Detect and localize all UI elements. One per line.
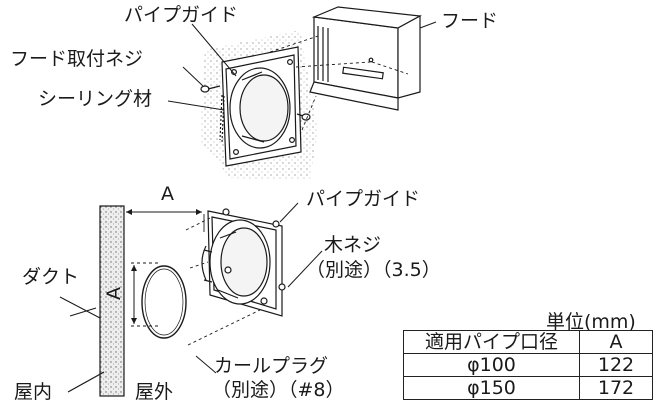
pipe-size-table: 適用パイプ口径 A φ100 122 φ150 172 xyxy=(403,330,653,400)
sealing-ring xyxy=(141,265,187,339)
label-pipe-guide-top: パイプガイド xyxy=(124,4,239,26)
label-wood-screw: 木ネジ xyxy=(324,234,382,256)
table-cell-a: 122 xyxy=(579,353,653,377)
table-unit: 単位(mm) xyxy=(546,311,636,333)
label-wood-screw-spec: （別途）（3.5） xyxy=(306,259,441,281)
label-sealing: シーリング材 xyxy=(38,88,153,110)
label-outdoor: 屋外 xyxy=(135,381,174,403)
label-curl-plug-spec: （別途）（#8） xyxy=(212,379,345,401)
label-dim-a-horizontal: A xyxy=(161,183,174,205)
table-cell-a: 172 xyxy=(579,376,653,400)
label-hood: フード xyxy=(441,10,499,32)
bottom-screws xyxy=(222,208,286,305)
label-duct: ダクト xyxy=(22,266,80,288)
bottom-assembly xyxy=(59,202,323,397)
label-curl-plug: カールプラグ xyxy=(214,355,329,377)
table-cell-diameter: φ150 xyxy=(403,376,580,400)
label-dim-a-vertical: A xyxy=(103,287,125,300)
label-pipe-guide-bottom: パイプガイド xyxy=(306,188,421,210)
label-hood-screw: フード取付ネジ xyxy=(10,48,144,70)
table-row: φ100 122 xyxy=(403,353,653,377)
top-screw-right xyxy=(296,113,311,121)
top-assembly xyxy=(167,6,437,180)
table-header-row: 適用パイプ口径 A xyxy=(403,330,653,354)
table-row: φ150 172 xyxy=(403,376,653,400)
label-indoor: 屋内 xyxy=(14,381,53,403)
table-header-a: A xyxy=(579,330,653,354)
top-screw-left xyxy=(200,85,221,93)
table-header-pipe-diameter: 適用パイプ口径 xyxy=(403,330,580,354)
wall-section xyxy=(99,205,125,397)
table-cell-diameter: φ100 xyxy=(403,353,580,377)
top-hood xyxy=(309,6,422,111)
